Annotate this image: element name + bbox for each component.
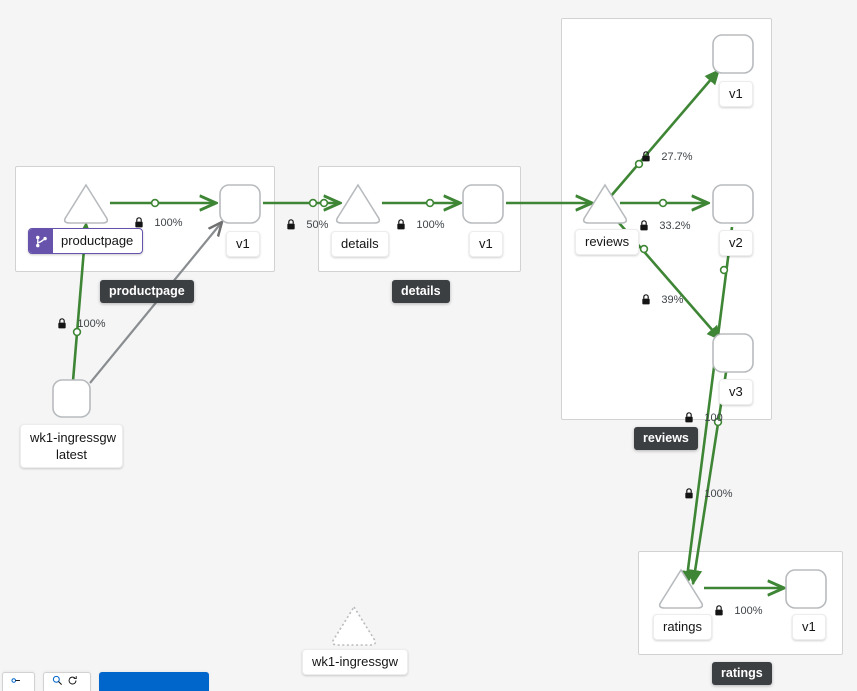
- node-reviews-service[interactable]: [582, 183, 628, 224]
- virtual-service-icon: [29, 229, 53, 253]
- zoom-reset-button[interactable]: [43, 672, 91, 691]
- node-details-service[interactable]: [335, 183, 381, 224]
- node-label-productpage-v1[interactable]: v1: [226, 231, 260, 257]
- edge-reviews-v2-to-ratings[interactable]: [680, 226, 734, 587]
- node-label-details-v1[interactable]: v1: [469, 231, 503, 257]
- node-label-reviews-v2[interactable]: v2: [719, 230, 753, 256]
- legend-icon: [11, 675, 22, 689]
- node-reviews-v2[interactable]: [712, 184, 754, 224]
- node-ratings-service[interactable]: [658, 568, 704, 609]
- refresh-icon: [67, 675, 78, 689]
- edge-productpage-v1-to-details[interactable]: [263, 200, 340, 207]
- group-label-productpage[interactable]: productpage: [100, 280, 194, 303]
- node-ingress-workload[interactable]: [52, 379, 91, 418]
- node-details-v1[interactable]: [462, 184, 504, 224]
- node-label-ratings-service[interactable]: ratings: [653, 614, 713, 640]
- bottom-toolbar[interactable]: [0, 672, 209, 691]
- node-label-ratings-v1[interactable]: v1: [792, 614, 826, 640]
- edge-reviews-to-v2[interactable]: [620, 200, 708, 207]
- edge-details-to-v1[interactable]: [382, 200, 460, 207]
- node-label-ingress-service[interactable]: wk1-ingressgw: [302, 649, 408, 675]
- node-productpage-v1[interactable]: [219, 184, 261, 224]
- node-label-reviews-v1[interactable]: v1: [719, 81, 753, 107]
- node-reviews-v3[interactable]: [712, 333, 754, 373]
- node-reviews-v1[interactable]: [712, 34, 754, 74]
- node-productpage-service[interactable]: [63, 183, 109, 224]
- edge-productpage-to-v1[interactable]: [110, 200, 216, 207]
- node-label-productpage-service[interactable]: productpage: [28, 228, 144, 254]
- node-ingress-service[interactable]: [331, 605, 377, 646]
- legend-button[interactable]: [2, 672, 35, 691]
- node-label-reviews-v3[interactable]: v3: [719, 379, 753, 405]
- edge-reviews-to-v1[interactable]: [610, 68, 721, 197]
- node-ratings-v1[interactable]: [785, 569, 827, 609]
- group-label-details[interactable]: details: [392, 280, 450, 303]
- node-label-details-service[interactable]: details: [331, 231, 389, 257]
- group-label-reviews[interactable]: reviews: [634, 427, 698, 450]
- node-label-reviews-service[interactable]: reviews: [575, 229, 640, 255]
- primary-action-button[interactable]: [99, 672, 209, 691]
- node-label-productpage-text: productpage: [61, 233, 134, 248]
- magnifier-icon: [52, 675, 63, 689]
- node-label-ingress-workload[interactable]: wk1-ingressgw latest: [20, 424, 123, 468]
- group-label-ratings[interactable]: ratings: [712, 662, 772, 685]
